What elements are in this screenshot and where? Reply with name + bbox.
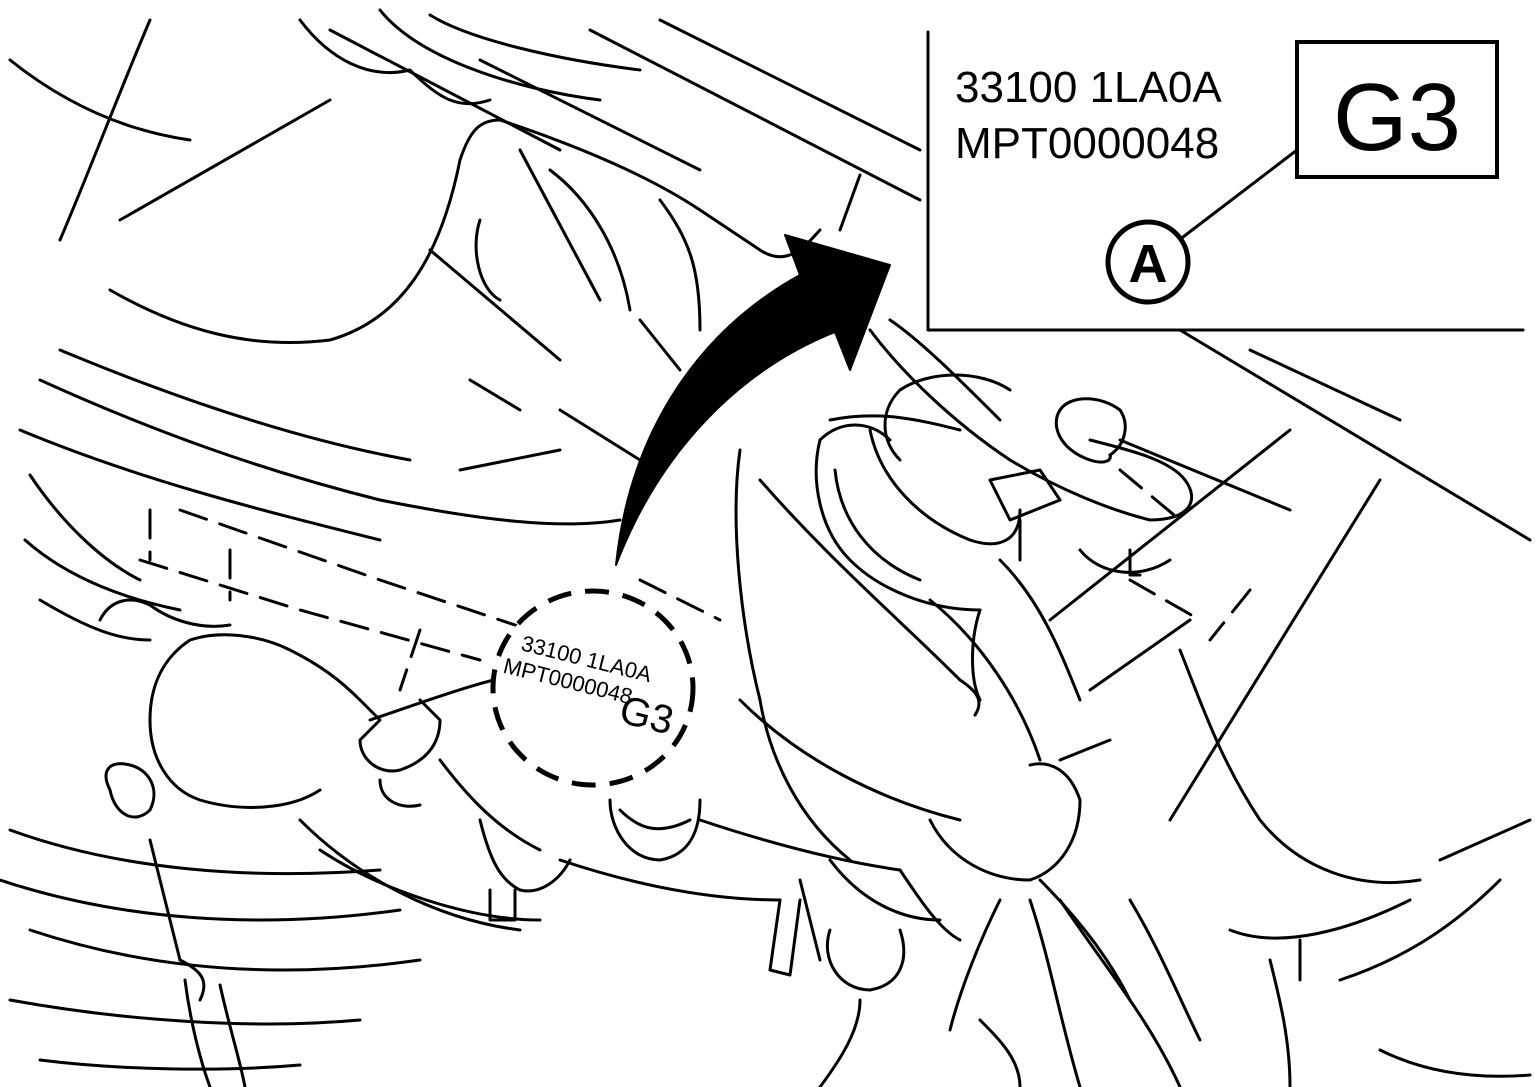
callout-panel: 33100 1LA0A MPT0000048 G3 A	[926, 30, 1535, 332]
curved-arrow-icon	[615, 234, 891, 566]
callout-serial: MPT0000048	[955, 119, 1219, 168]
stamp-highlight-circle	[490, 588, 696, 788]
underbody-linework	[0, 8, 1532, 1087]
code-box	[1295, 40, 1499, 179]
callout-marker: A	[1129, 234, 1168, 294]
callout-part-number: 33100 1LA0A	[955, 63, 1222, 112]
circled-letter-icon: A	[1105, 219, 1191, 305]
callout-code: G3	[1333, 64, 1461, 171]
